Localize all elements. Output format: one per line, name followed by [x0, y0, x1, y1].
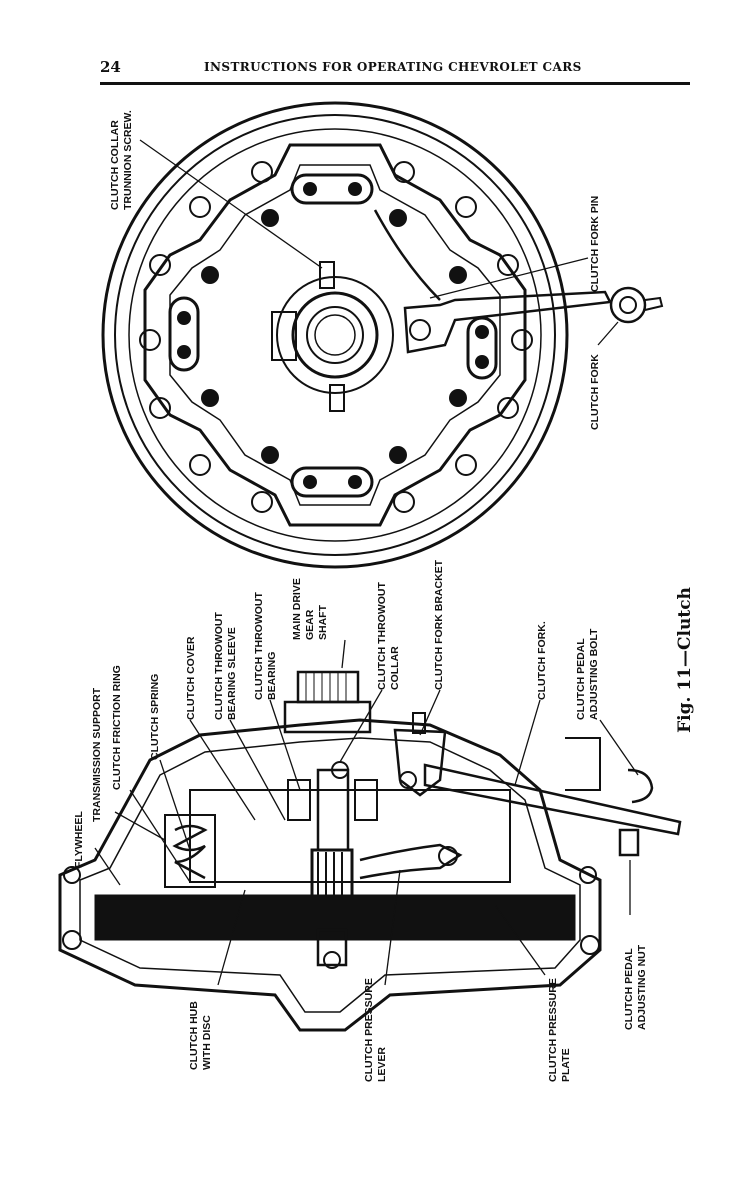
label-clutch-fork-bracket: CLUTCH FORK BRACKET	[433, 559, 445, 690]
label-pressure-plate-1: CLUTCH PRESSURE	[547, 978, 559, 1082]
label-main-drive-2: GEAR	[304, 609, 316, 640]
label-clutch-friction-ring: CLUTCH FRICTION RING	[111, 665, 123, 790]
label-clutch-hub-1: CLUTCH HUB	[188, 1001, 200, 1070]
label-throwout-bearing-2: BEARING	[266, 652, 278, 700]
labels: CLUTCH COLLAR TRUNNION SCREW. CLUTCH FOR…	[73, 110, 648, 1082]
leader-lines	[94, 139, 639, 986]
label-pressure-plate-2: PLATE	[560, 1048, 572, 1082]
label-pedal-adjusting-nut-2: ADJUSTING NUT	[636, 944, 648, 1030]
label-main-drive-1: MAIN DRIVE	[291, 578, 303, 640]
label-clutch-hub-2: WITH DISC	[201, 1015, 213, 1070]
front-view-drawing	[101, 101, 664, 569]
figure-caption: Fig. 11—Clutch	[675, 587, 695, 733]
label-clutch-cover: CLUTCH COVER	[185, 636, 197, 720]
label-clutch-fork-pin: CLUTCH FORK PIN	[589, 196, 601, 292]
label-throwout-collar-2: COLLAR	[389, 646, 401, 690]
label-clutch-spring: CLUTCH SPRING	[149, 674, 161, 760]
running-title: INSTRUCTIONS FOR OPERATING CHEVROLET CAR…	[204, 60, 582, 74]
label-throwout-collar-1: CLUTCH THROWOUT	[376, 582, 388, 690]
label-clutch-collar-trunnion-2: TRUNNION SCREW.	[122, 110, 134, 210]
page-header: 24 INSTRUCTIONS FOR OPERATING CHEVROLET …	[100, 58, 690, 85]
front-view-bolt-holes	[139, 161, 533, 513]
label-throwout-bearing-1: CLUTCH THROWOUT	[253, 592, 265, 700]
label-flywheel: FLYWHEEL	[73, 811, 85, 868]
label-pressure-lever-2: LEVER	[376, 1047, 388, 1082]
label-pedal-adjusting-nut-1: CLUTCH PEDAL	[623, 948, 635, 1030]
label-pedal-adjusting-bolt-2: ADJUSTING BOLT	[588, 628, 600, 720]
label-main-drive-3: SHAFT	[317, 604, 329, 640]
label-throwout-sleeve-2: BEARING SLEEVE	[226, 627, 238, 720]
page-number: 24	[100, 58, 121, 76]
label-pressure-lever-1: CLUTCH PRESSURE	[363, 978, 375, 1082]
label-clutch-fork-bottom: CLUTCH FORK.	[536, 621, 548, 700]
front-view-pressure-bolts	[177, 182, 489, 489]
label-clutch-fork-top: CLUTCH FORK	[589, 354, 601, 430]
label-throwout-sleeve-1: CLUTCH THROWOUT	[213, 612, 225, 720]
section-view-drawing	[58, 670, 682, 1032]
label-pedal-adjusting-bolt-1: CLUTCH PEDAL	[575, 638, 587, 720]
section-view-mounting-holes	[62, 866, 600, 955]
label-transmission-support: TRANSMISSION SUPPORT	[91, 687, 103, 822]
label-clutch-collar-trunnion-1: CLUTCH COLLAR	[109, 120, 121, 210]
